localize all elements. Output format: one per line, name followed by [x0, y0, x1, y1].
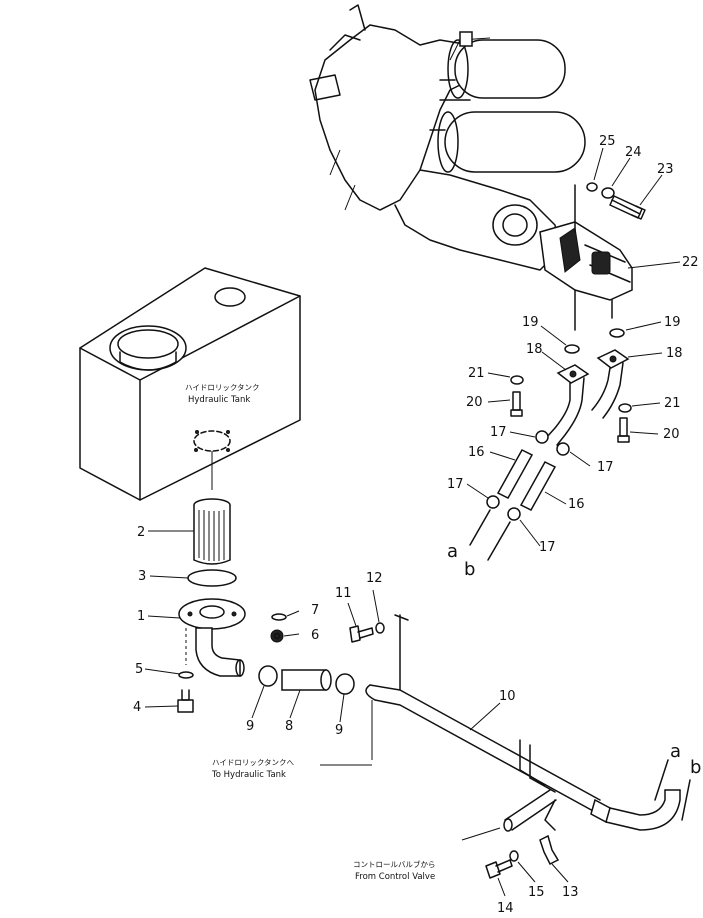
part-number-7: 7: [311, 603, 319, 618]
part-number-6: 6: [311, 628, 319, 643]
part-number-10: 10: [499, 689, 516, 704]
bolt-4: [177, 689, 194, 713]
o-ring-3: [187, 569, 237, 587]
part-number-25: 25: [599, 134, 616, 149]
part-number-17-d: 17: [539, 540, 556, 555]
flange-18-right: [591, 349, 630, 419]
o-ring-19-left: [564, 344, 580, 354]
washer-12: [375, 622, 385, 634]
washer-24: [601, 187, 615, 199]
hydraulic-tank: [79, 267, 301, 501]
part-number-4: 4: [133, 700, 141, 715]
connection-label-a-lower: a: [670, 741, 681, 762]
to-tank-label-jp: ハイドロリックタンクへ: [212, 758, 295, 767]
pipe-assembly-10: [365, 614, 681, 832]
bolt-23: [609, 195, 646, 220]
from-valve-label-jp: コントロールバルブから: [353, 859, 436, 869]
clip-13: [539, 834, 560, 866]
part-number-23: 23: [657, 162, 674, 177]
washer-21-right: [618, 403, 632, 413]
part-number-21-right: 21: [664, 396, 681, 411]
tank-label-jp: ハイドロリックタンク: [185, 383, 260, 392]
clamp-9-right: [335, 673, 355, 695]
part-number-9-left: 9: [246, 719, 254, 734]
bolt-20-right: [617, 417, 630, 443]
hose-16-right: [519, 461, 557, 511]
part-number-14: 14: [497, 901, 514, 916]
clamp-17-upper-right: [556, 442, 570, 456]
bolt-11: [349, 625, 374, 643]
part-number-labels: 25 24 23 22 19 19 18 18 21 21 20 20 17 1…: [133, 134, 701, 916]
clamp-17-lower-left: [486, 495, 500, 509]
part-number-18-right: 18: [666, 346, 683, 361]
tank-label-en: Hydraulic Tank: [188, 395, 250, 405]
nut-6: [270, 629, 284, 643]
part-number-16-right: 16: [568, 497, 585, 512]
engine-block: [309, 4, 586, 271]
clamp-17-upper-left: [535, 430, 549, 444]
arrow-line-b-upper: [487, 521, 511, 561]
part-number-17-a: 17: [490, 425, 507, 440]
hydraulic-pump: [539, 184, 633, 331]
suction-flange-1: [178, 598, 246, 677]
from-valve-label-en: From Control Valve: [355, 872, 435, 882]
part-number-3: 3: [138, 569, 146, 584]
part-number-17-b: 17: [597, 460, 614, 475]
part-number-20-right: 20: [663, 427, 680, 442]
part-number-11: 11: [335, 586, 352, 601]
part-number-20-left: 20: [466, 395, 483, 410]
bolt-20-left: [510, 391, 523, 417]
connection-label-b-lower: b: [690, 757, 701, 778]
part-number-17-c: 17: [447, 477, 464, 492]
hose-8: [281, 669, 332, 691]
part-number-21-left: 21: [468, 366, 485, 381]
arrow-from-valve: [461, 827, 501, 841]
part-number-1: 1: [137, 609, 145, 624]
part-number-5: 5: [135, 662, 143, 677]
clamp-17-lower-right: [507, 507, 521, 521]
washer-25: [586, 182, 598, 192]
to-tank-label-en: To Hydraulic Tank: [211, 770, 286, 780]
part-number-15: 15: [528, 885, 545, 900]
part-number-8: 8: [285, 719, 293, 734]
bolt-14: [485, 859, 513, 879]
connection-label-b-upper: b: [464, 559, 475, 580]
hose-16-left: [496, 449, 534, 499]
washer-15: [509, 850, 519, 862]
filter-element-2: [193, 498, 231, 565]
arrow-line-b-lower: [681, 779, 691, 821]
leader-lines: [144, 147, 681, 897]
part-number-24: 24: [625, 145, 642, 160]
o-ring-7: [271, 613, 287, 621]
part-number-16-left: 16: [468, 445, 485, 460]
washer-21-left: [510, 375, 524, 385]
flange-18-left: [545, 364, 590, 446]
clamp-9-left: [258, 665, 278, 687]
part-number-18-left: 18: [526, 342, 543, 357]
part-number-22: 22: [682, 255, 699, 270]
arrow-line-a-lower: [654, 759, 669, 801]
o-ring-19-right: [609, 328, 625, 338]
part-number-2: 2: [137, 525, 145, 540]
part-number-19-right: 19: [664, 315, 681, 330]
part-number-12: 12: [366, 571, 383, 586]
part-number-9-right: 9: [335, 723, 343, 738]
washer-5: [178, 671, 194, 679]
connection-label-a-upper: a: [447, 541, 458, 562]
part-number-19-left: 19: [522, 315, 539, 330]
part-number-13: 13: [562, 885, 579, 900]
arrow-line-a-upper: [469, 509, 491, 546]
